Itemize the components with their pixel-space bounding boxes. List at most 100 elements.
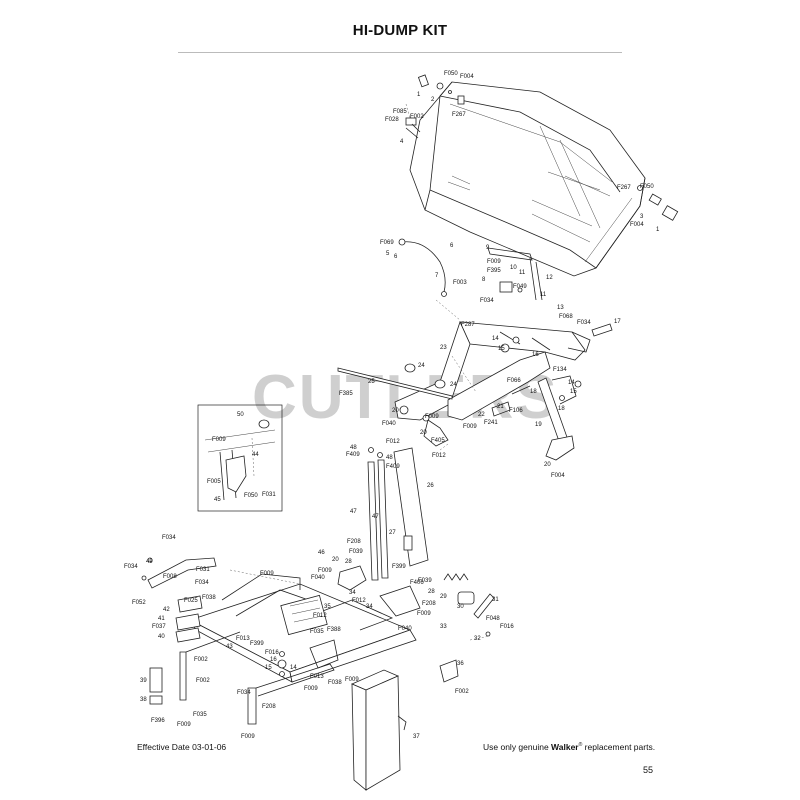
callout: 32 [474, 636, 481, 642]
callout: F241 [484, 420, 498, 426]
callout: F004 [551, 473, 565, 479]
callout: 17 [614, 319, 621, 325]
callout: 20 [332, 557, 339, 563]
callout: F028 [385, 117, 399, 123]
callout: F035 [310, 629, 324, 635]
callout: 33 [440, 624, 447, 630]
callout: 38 [140, 697, 147, 703]
callout: F009 [345, 677, 359, 683]
callout: 18 [558, 406, 565, 412]
callout: 50 [237, 412, 244, 418]
lift-rods [367, 447, 429, 581]
callout: 7 [435, 273, 439, 279]
chute-tube [350, 669, 407, 791]
callout: 8 [482, 277, 486, 283]
callout: F038 [202, 595, 216, 601]
callout: 4 [400, 139, 404, 145]
callout: 20 [420, 430, 427, 436]
callout: F012 [352, 598, 366, 604]
callout: 36 [457, 661, 464, 667]
callout: F004 [460, 74, 474, 80]
page-title: HI-DUMP KIT [352, 22, 448, 39]
callout: 47 [350, 509, 357, 515]
callout: 43 [226, 644, 233, 650]
callout: 22 [478, 412, 485, 418]
callout: F009 [177, 722, 191, 728]
callout: 5 [386, 251, 390, 257]
callout: F267 [617, 185, 631, 191]
callout: F066 [507, 378, 521, 384]
callout: F048 [486, 616, 500, 622]
hopper-assembly [409, 81, 646, 277]
callout: 30 [457, 604, 464, 610]
callout: F016 [265, 650, 279, 656]
callout: F134 [553, 367, 567, 373]
callout: 1 [656, 227, 660, 233]
callout: F388 [327, 627, 341, 633]
callout: 37 [413, 734, 420, 740]
deck-frame [179, 565, 421, 725]
callout: F003 [453, 280, 467, 286]
callout: 9 [486, 245, 490, 251]
callout: F050 [640, 184, 654, 190]
callout: 34 [366, 604, 373, 610]
callout: F009 [241, 734, 255, 740]
callout: 3 [640, 214, 644, 220]
callout: 48 [350, 445, 357, 451]
callout: F012 [313, 613, 327, 619]
callout: F034 [237, 690, 251, 696]
callout: F050 [244, 493, 258, 499]
callout: F208 [262, 704, 276, 710]
callout: F012 [432, 453, 446, 459]
callout: 14 [290, 665, 297, 671]
callout: F405 [431, 438, 445, 444]
callout: 44 [252, 452, 259, 458]
callout: 24 [418, 363, 425, 369]
callout: F009 [425, 414, 439, 420]
callout: F409 [346, 452, 360, 458]
callout: 47 [372, 514, 379, 520]
callout: 20 [392, 408, 399, 414]
callout: F034 [124, 564, 138, 570]
callout: 40 [158, 634, 165, 640]
callout: F287 [461, 322, 475, 328]
callout: 13 [557, 305, 564, 311]
callout: 45 [214, 497, 221, 503]
callout: F004 [630, 222, 644, 228]
callout: F016 [500, 624, 514, 630]
callout: 6 [394, 254, 398, 260]
callout: 11 [519, 270, 526, 276]
lift-arm-right [491, 375, 582, 461]
callout: F069 [380, 240, 394, 246]
callout: F052 [132, 600, 146, 606]
callout: 15 [570, 389, 577, 395]
brand-name: Walker [551, 742, 579, 752]
callout: F009 [318, 568, 332, 574]
callout: 24 [450, 382, 457, 388]
callout: 41 [158, 616, 165, 622]
callout: F037 [152, 624, 166, 630]
callout: F035 [193, 712, 207, 718]
callout: 20 [544, 462, 551, 468]
callout: F039 [418, 578, 432, 584]
callout: F068 [559, 314, 573, 320]
callout: 19 [535, 422, 542, 428]
callout: 31 [492, 597, 499, 603]
hinge-parts [405, 74, 679, 221]
callout: 26 [427, 483, 434, 489]
callout: 11 [540, 292, 547, 298]
callout: F009 [417, 611, 431, 617]
callout: F399 [392, 564, 406, 570]
callout: F267 [452, 112, 466, 118]
callout: F038 [328, 680, 342, 686]
callout: 21 [497, 404, 504, 410]
callout: F005 [207, 479, 221, 485]
callout: F040 [382, 421, 396, 427]
callout: F208 [422, 601, 436, 607]
callout: 28 [428, 589, 435, 595]
callout: F409 [386, 464, 400, 470]
registered-mark: ® [578, 742, 583, 749]
notice-prefix: Use only genuine [483, 742, 552, 752]
callout: F049 [513, 284, 527, 290]
callout: 1 [417, 92, 421, 98]
